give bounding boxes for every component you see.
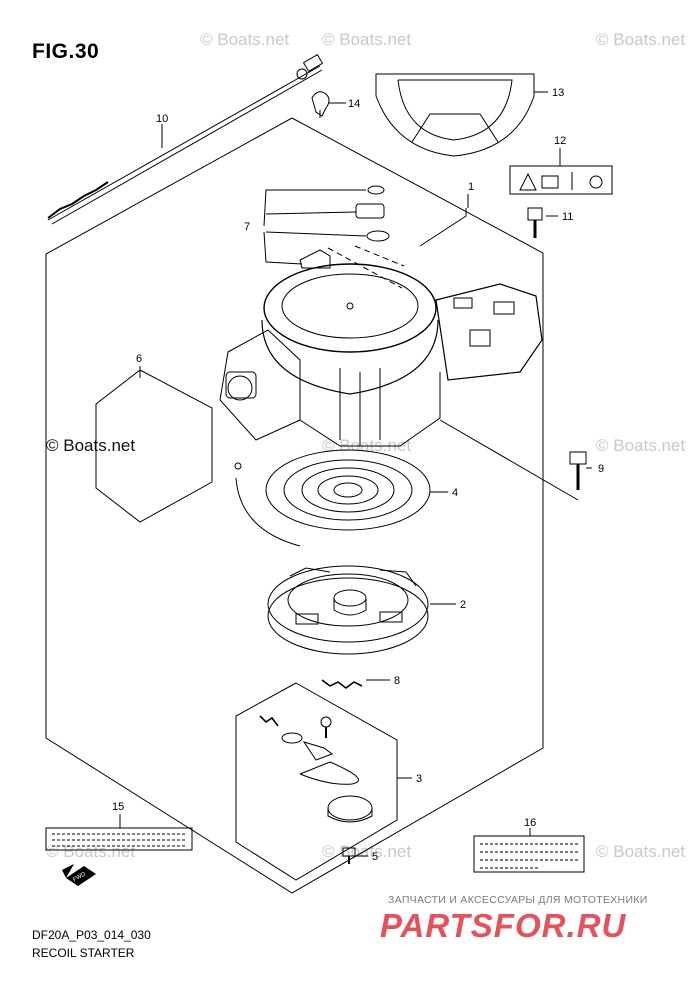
figure-title: FIG.30: [32, 40, 100, 63]
watermark: © Boats.net: [596, 436, 686, 455]
callout-number: 4: [452, 487, 458, 499]
decal-arc: [375, 73, 535, 157]
spiral-spring: [234, 449, 431, 547]
small-spring-8: [321, 679, 363, 689]
label-plate-16: [473, 835, 585, 873]
watermark: © Boats.net: [596, 30, 686, 49]
callout-number: 14: [348, 98, 360, 110]
assembly-boundary: [45, 117, 544, 894]
callout-number: 9: [598, 463, 604, 475]
callout-number: 1: [468, 181, 474, 193]
shop-logo: PARTSFOR.RU: [380, 907, 627, 944]
watermark: © Boats.net: [200, 30, 290, 49]
watermark: © Boats.net: [596, 842, 686, 861]
warning-label: [509, 165, 613, 195]
callout-number: 13: [552, 87, 564, 99]
callout-number: 6: [136, 353, 142, 365]
shop-subtitle: ЗАПЧАСТИ И АКСЕССУАРЫ ДЛЯ МОТОТЕХНИКИ: [388, 894, 648, 906]
callout-number: 10: [156, 113, 168, 125]
watermark: © Boats.net: [46, 842, 136, 861]
callout-number: 7: [244, 221, 250, 233]
clip-part: [311, 91, 330, 118]
watermark: © Boats.net: [322, 30, 412, 49]
callout-number: 5: [372, 851, 378, 863]
bolt-9: [569, 451, 587, 490]
starter-case: [219, 263, 543, 447]
callout-number: 8: [394, 675, 400, 687]
callout-number: 11: [562, 211, 573, 223]
callout-number: 16: [524, 817, 536, 829]
handle-box: [95, 369, 213, 523]
reel-part: [267, 565, 429, 655]
watermark: © Boats.net: [46, 436, 136, 455]
figure-caption: RECOIL STARTER: [32, 946, 135, 960]
callout-number: 2: [460, 599, 466, 611]
cable-part: [47, 53, 324, 225]
kit-parts: [259, 715, 373, 823]
callout-number: 15: [112, 801, 124, 813]
callout-number: 3: [416, 773, 422, 785]
pawl-parts: [299, 185, 390, 269]
label-plate-15: [45, 827, 193, 851]
fwd-arrow-icon: FWD: [62, 864, 96, 886]
kit-box: [235, 682, 398, 881]
callout-number: 12: [554, 135, 566, 147]
figure-code: DF20A_P03_014_030: [32, 928, 151, 942]
bolt-11: [527, 207, 543, 238]
screw-5: [342, 847, 356, 864]
